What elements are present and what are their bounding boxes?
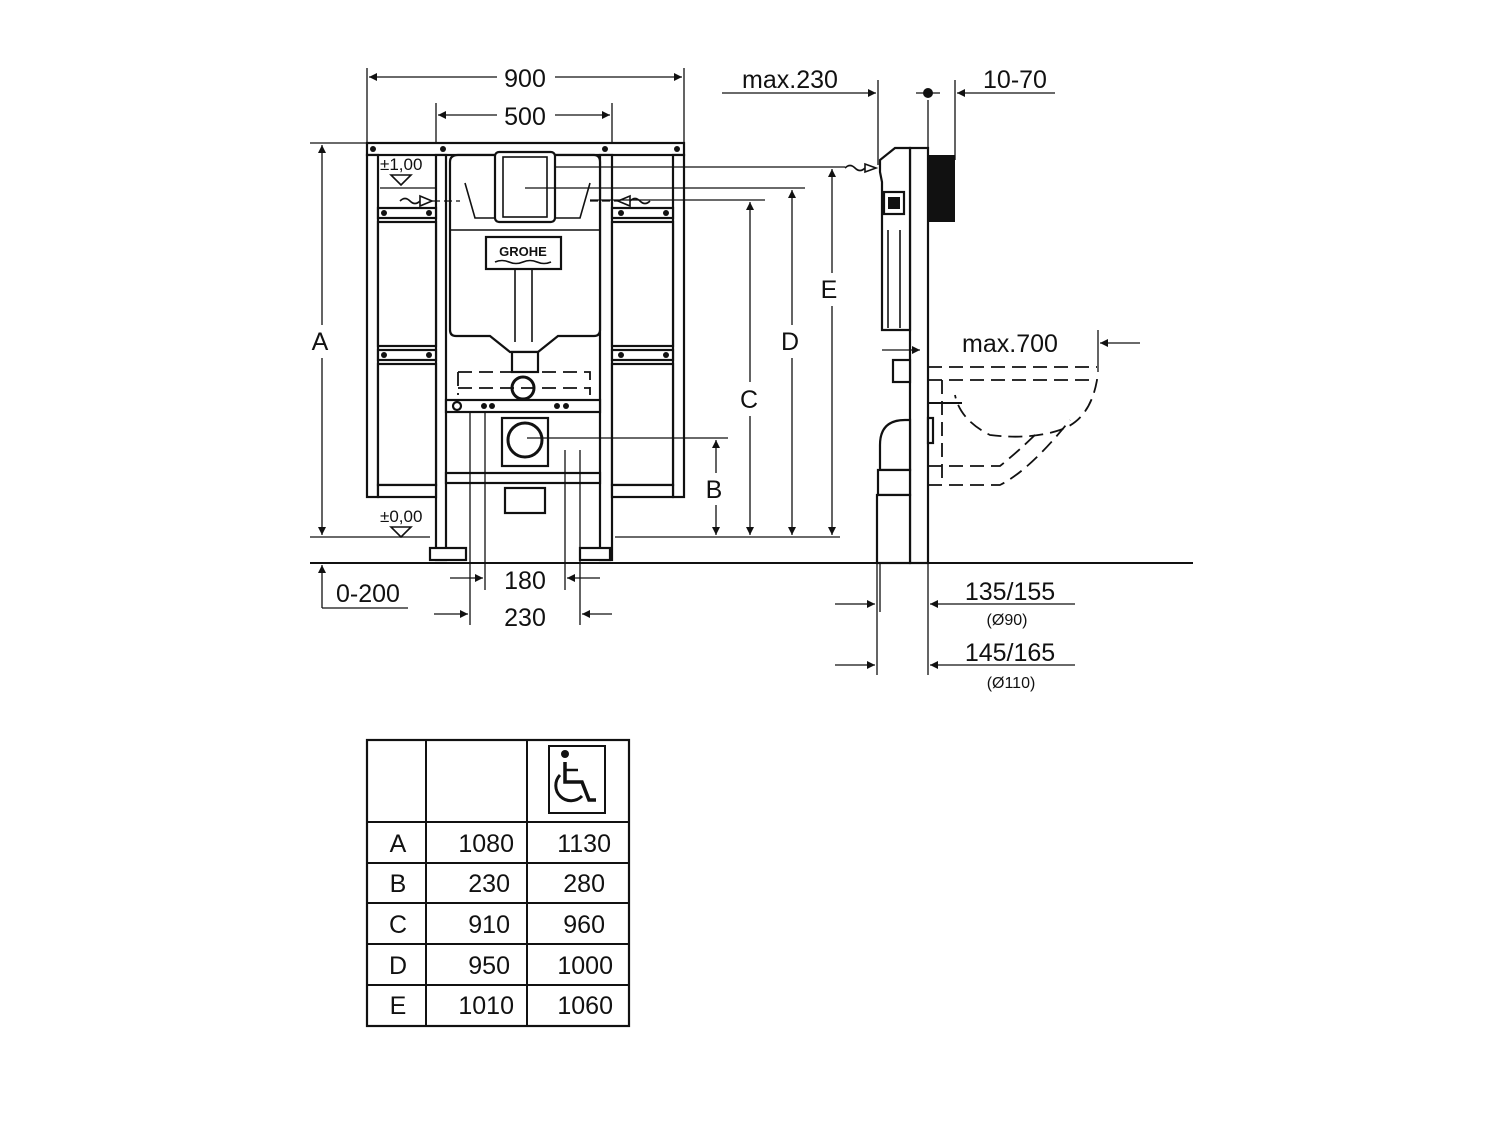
- standard-value: 910: [468, 911, 510, 939]
- row-label: C: [389, 911, 407, 939]
- accessible-value: 1060: [557, 992, 613, 1020]
- table-row: A 1080 1130: [390, 830, 611, 858]
- label-b: B: [706, 476, 723, 504]
- label-d: D: [781, 328, 799, 356]
- accessible-value: 960: [563, 911, 605, 939]
- row-label: E: [390, 992, 407, 1020]
- dimension-900: 900: [366, 65, 685, 143]
- dimension-10-70: 10-70: [916, 66, 1055, 160]
- level-top-label: ±1,00: [380, 155, 422, 174]
- dim-max230-label: max.230: [742, 66, 838, 94]
- label-c: C: [740, 386, 758, 414]
- table-row: C 910 960: [389, 911, 605, 939]
- accessible-value: 1000: [557, 952, 613, 980]
- wall-panel: [908, 146, 930, 565]
- side-view: max.230 10-70: [722, 66, 1140, 692]
- dimension-a: A: [312, 145, 329, 535]
- dim-900-label: 900: [504, 65, 546, 93]
- front-view: 900 500: [310, 65, 1193, 632]
- grohe-logo-text: GROHE: [499, 244, 547, 259]
- water-inlet-left-icon: [399, 194, 460, 208]
- dimension-230: 230: [434, 412, 612, 632]
- accessible-value: 1130: [557, 830, 611, 858]
- water-inlet-right-icon: [590, 194, 651, 208]
- standard-value: 230: [468, 870, 510, 898]
- table-row: E 1010 1060: [390, 992, 613, 1020]
- dimension-135-155: 135/155 (Ø90): [835, 578, 1075, 629]
- accessible-value: 280: [563, 870, 605, 898]
- level-marker-zero: ±0,00: [310, 507, 840, 539]
- dimension-max700: max.700: [962, 330, 1140, 372]
- toilet-bowl-outline: [926, 366, 1099, 486]
- drain-pipe: [875, 493, 912, 565]
- dimension-0-200: 0-200: [318, 565, 408, 609]
- level-marker-top: ±1,00: [380, 155, 436, 189]
- dimension-b: B: [706, 440, 723, 535]
- dim-230-label: 230: [504, 604, 546, 632]
- wheelchair-accessible-icon: [548, 745, 606, 814]
- label-e: E: [821, 276, 838, 304]
- standard-value: 1010: [458, 992, 514, 1020]
- row-label: B: [390, 870, 407, 898]
- mounting-frame: [365, 141, 686, 562]
- flush-plate-side: [928, 155, 955, 222]
- dim-d90-label: (Ø90): [987, 612, 1028, 629]
- dimension-d: D: [781, 190, 799, 535]
- cistern: GROHE: [448, 150, 602, 515]
- row-label: A: [390, 830, 407, 858]
- drain-bend: [878, 418, 912, 472]
- dim-d110-label: (Ø110): [987, 675, 1036, 692]
- dimension-180: 180: [450, 412, 600, 595]
- table-row: B 230 280: [390, 870, 605, 898]
- dimension-e: E: [821, 169, 838, 535]
- dim-0-200-label: 0-200: [336, 580, 400, 608]
- dimension-500: 500: [435, 103, 613, 155]
- dimension-145-165: 145/165 (Ø110): [835, 639, 1075, 692]
- dim-135-155-label: 135/155: [965, 578, 1055, 606]
- standard-value: 1080: [458, 830, 514, 858]
- dimension-c: C: [740, 202, 758, 535]
- dim-10-70-label: 10-70: [983, 66, 1047, 94]
- cistern-side: [878, 146, 912, 332]
- table-row: D 950 1000: [389, 952, 613, 980]
- level-zero-label: ±0,00: [380, 507, 422, 526]
- dim-180-label: 180: [504, 567, 546, 595]
- dim-500-label: 500: [504, 103, 546, 131]
- dim-max700-label: max.700: [962, 330, 1058, 358]
- dimensions-table: A 1080 1130 B 230 280 C 910 960 D 950 10…: [365, 738, 631, 1028]
- flush-plate: [493, 150, 557, 224]
- dimension-max230: max.230: [722, 66, 879, 165]
- label-a: A: [312, 328, 329, 356]
- row-label: D: [389, 952, 407, 980]
- standard-value: 950: [468, 952, 510, 980]
- dim-145-165-label: 145/165: [965, 639, 1055, 667]
